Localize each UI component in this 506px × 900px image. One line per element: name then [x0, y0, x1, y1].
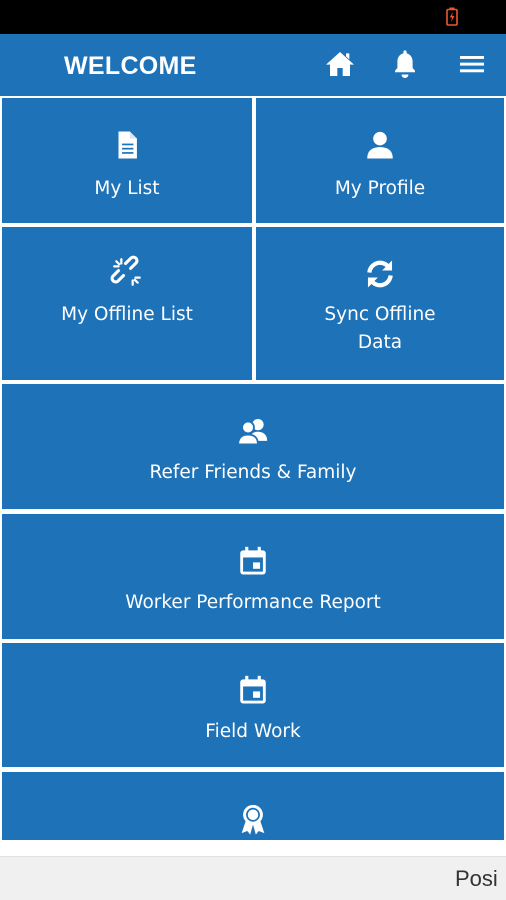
sync-offline-data-tile[interactable]: Sync Offline Data — [256, 227, 504, 380]
worker-performance-report-tile[interactable]: Worker Performance Report — [2, 514, 504, 639]
dashboard-grid: My List My Profile My Offline List — [0, 96, 506, 840]
broken-link-icon — [110, 255, 144, 289]
menu-icon[interactable] — [456, 48, 488, 80]
sync-offline-data-label: Sync Offline Data — [324, 304, 436, 353]
field-work-label: Field Work — [205, 721, 301, 742]
ticker-text: Posi — [455, 866, 498, 891]
refer-friends-family-label: Refer Friends & Family — [149, 462, 357, 483]
people-icon — [236, 414, 270, 448]
bottom-ticker-bar: Posi — [0, 856, 506, 900]
my-list-label: My List — [94, 178, 160, 199]
refer-friends-family-tile[interactable]: Refer Friends & Family — [2, 384, 504, 509]
worker-performance-report-label: Worker Performance Report — [125, 592, 381, 613]
calendar-icon — [236, 673, 270, 707]
my-offline-list-tile[interactable]: My Offline List — [2, 227, 252, 380]
sync-icon — [363, 257, 397, 291]
my-offline-list-label: My Offline List — [61, 304, 193, 325]
my-profile-tile[interactable]: My Profile — [256, 98, 504, 223]
status-bar — [0, 0, 506, 34]
document-icon — [110, 128, 144, 162]
person-icon — [363, 128, 397, 162]
page-title: WELCOME — [64, 52, 197, 80]
my-list-tile[interactable]: My List — [2, 98, 252, 223]
battery-charging-icon — [446, 7, 458, 26]
my-profile-label: My Profile — [334, 178, 426, 199]
bell-icon[interactable] — [389, 48, 421, 80]
home-icon[interactable] — [324, 48, 356, 80]
app-header: WELCOME — [0, 34, 506, 96]
field-work-tile[interactable]: Field Work — [2, 643, 504, 767]
calendar-icon — [236, 544, 270, 578]
award-ribbon-icon — [236, 802, 270, 836]
award-tile[interactable] — [2, 772, 504, 840]
